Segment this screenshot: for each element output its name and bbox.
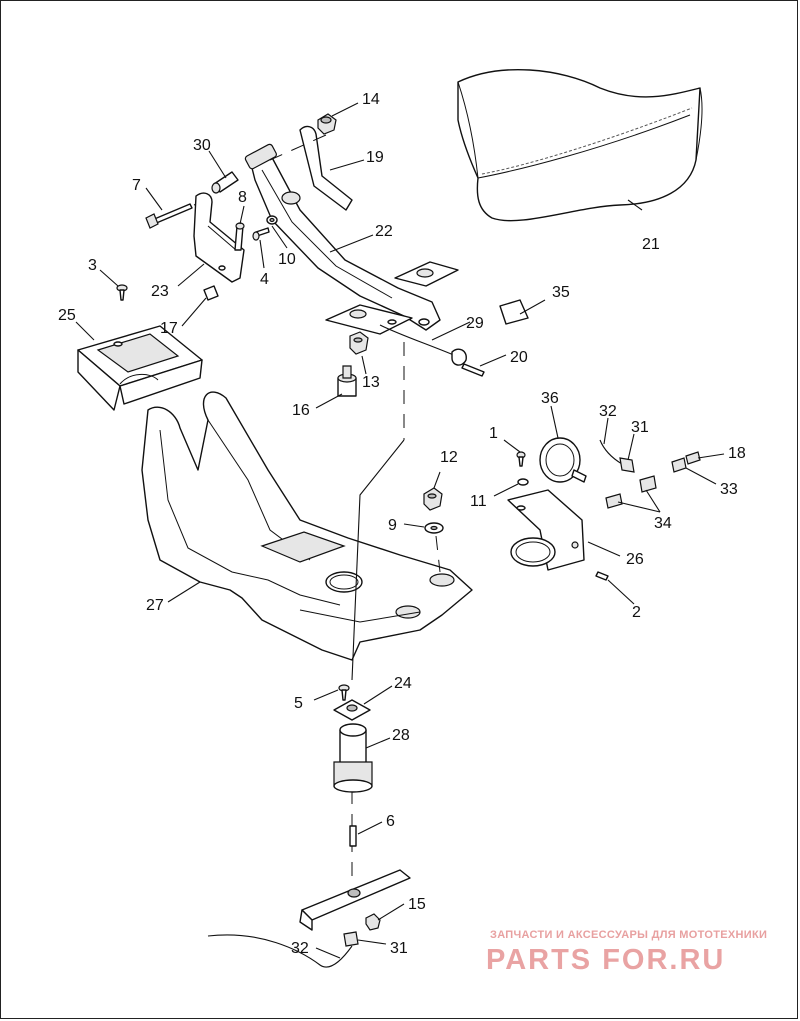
fitting-31-lower bbox=[343, 931, 359, 947]
watermark-brand: PARTS FOR.RU bbox=[486, 944, 725, 976]
lower-bracket bbox=[299, 869, 411, 931]
plate-24 bbox=[333, 699, 371, 721]
callout-22: 22 bbox=[375, 223, 393, 240]
stud-6 bbox=[349, 825, 357, 847]
callout-32a: 32 bbox=[599, 403, 617, 420]
screw-1 bbox=[516, 451, 526, 467]
mount-plate-upper bbox=[394, 261, 459, 287]
callout-4: 4 bbox=[260, 271, 269, 288]
watermark-tagline: ЗАПЧАСТИ И АКСЕССУАРЫ ДЛЯ МОТОТЕХНИКИ bbox=[490, 929, 767, 941]
callout-3: 3 bbox=[88, 257, 97, 274]
callout-26: 26 bbox=[626, 551, 644, 568]
screw-2 bbox=[595, 571, 609, 581]
callout-19: 19 bbox=[366, 149, 384, 166]
callout-2: 2 bbox=[632, 604, 641, 621]
screw-4 bbox=[252, 227, 270, 241]
callout-17: 17 bbox=[160, 320, 178, 337]
callout-24: 24 bbox=[394, 675, 412, 692]
callout-34: 34 bbox=[654, 515, 672, 532]
seat-bracket bbox=[244, 143, 441, 331]
clip-17 bbox=[203, 285, 219, 301]
washer-11 bbox=[517, 478, 529, 486]
callout-30: 30 bbox=[193, 137, 211, 154]
label-35 bbox=[499, 299, 529, 325]
bumper-16 bbox=[337, 365, 357, 397]
cover-25 bbox=[77, 325, 203, 411]
callout-29: 29 bbox=[466, 315, 484, 332]
fitting-18 bbox=[685, 451, 701, 465]
callout-33: 33 bbox=[720, 481, 738, 498]
callout-16: 16 bbox=[292, 402, 310, 419]
washer-10 bbox=[266, 215, 278, 225]
callout-32b: 32 bbox=[291, 940, 309, 957]
callout-6: 6 bbox=[386, 813, 395, 830]
callout-28: 28 bbox=[392, 727, 410, 744]
gauge-bracket-26 bbox=[507, 489, 585, 571]
callout-9: 9 bbox=[388, 517, 397, 534]
nut-15 bbox=[365, 913, 381, 931]
callout-31b: 31 bbox=[390, 940, 408, 957]
callout-25: 25 bbox=[58, 307, 76, 324]
callout-21: 21 bbox=[642, 236, 660, 253]
spring-28 bbox=[333, 723, 373, 793]
callout-18: 18 bbox=[728, 445, 746, 462]
bolt-7 bbox=[145, 203, 193, 229]
cap-nut-14 bbox=[317, 113, 337, 135]
callout-15: 15 bbox=[408, 896, 426, 913]
callout-23: 23 bbox=[151, 283, 169, 300]
bushing-30 bbox=[211, 171, 239, 194]
hose-32-lower bbox=[207, 934, 353, 968]
callout-12: 12 bbox=[440, 449, 458, 466]
callout-35: 35 bbox=[552, 284, 570, 301]
callout-31a: 31 bbox=[631, 419, 649, 436]
callout-13: 13 bbox=[362, 374, 380, 391]
fitting-33 bbox=[671, 457, 687, 473]
callout-7: 7 bbox=[132, 177, 141, 194]
bracket-23 bbox=[193, 192, 245, 283]
cable-29 bbox=[379, 324, 485, 377]
leader-lines bbox=[75, 102, 725, 959]
screw-5 bbox=[338, 684, 350, 701]
bracket-19 bbox=[299, 125, 353, 211]
callout-labels: 14 30 7 8 19 22 10 4 3 23 17 25 35 29 20… bbox=[58, 91, 746, 957]
nut-12 bbox=[423, 487, 443, 511]
watermark: ЗАПЧАСТИ И АКСЕССУАРЫ ДЛЯ МОТОТЕХНИКИ PA… bbox=[486, 929, 767, 976]
washer-9 bbox=[424, 522, 444, 534]
mount-plate-lower bbox=[325, 304, 413, 335]
callout-14: 14 bbox=[362, 91, 380, 108]
callout-10: 10 bbox=[278, 251, 296, 268]
screw-8 bbox=[234, 222, 245, 251]
seat bbox=[457, 69, 703, 222]
callout-20: 20 bbox=[510, 349, 528, 366]
callout-8: 8 bbox=[238, 189, 247, 206]
callout-11: 11 bbox=[470, 493, 487, 510]
screw-3 bbox=[116, 284, 128, 301]
fittings-34 bbox=[605, 475, 657, 509]
callout-36: 36 bbox=[541, 390, 559, 407]
callout-27: 27 bbox=[146, 597, 164, 614]
seat-pan-27 bbox=[141, 391, 473, 661]
callout-1: 1 bbox=[489, 425, 498, 442]
callout-5: 5 bbox=[294, 695, 303, 712]
gauge-36 bbox=[539, 437, 587, 483]
nut-13 bbox=[349, 331, 369, 355]
